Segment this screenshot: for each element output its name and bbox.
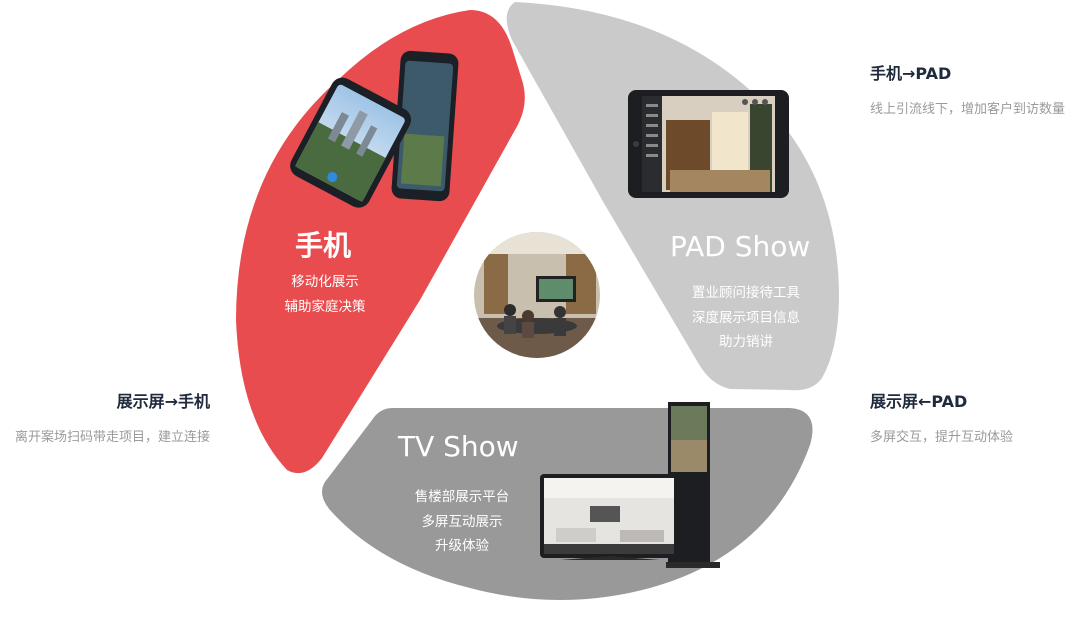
screen-to-phone-desc: 离开案场扫码带走项目，建立连接 bbox=[14, 430, 210, 445]
pad-segment-line-3: 助力销讲 bbox=[719, 334, 773, 350]
tv-segment-line-2: 多屏互动展示 bbox=[421, 514, 503, 530]
screen-to-pad-title: 展示屏←PAD bbox=[870, 392, 968, 411]
phone-to-pad-title: 手机→PAD bbox=[870, 64, 952, 83]
screen-to-phone-title: 展示屏→手机 bbox=[116, 392, 210, 411]
tv-screens-image bbox=[540, 402, 720, 568]
pad-segment-line-2: 深度展示项目信息 bbox=[692, 310, 800, 326]
tv-segment-line-1: 售楼部展示平台 bbox=[414, 489, 510, 505]
screen-to-pad-desc: 多屏交互，提升互动体验 bbox=[870, 430, 1014, 445]
tv-segment-title: TV Show bbox=[398, 430, 519, 463]
phone-segment-line-2: 辅助家庭决策 bbox=[284, 299, 366, 315]
smartphones-image bbox=[290, 50, 459, 208]
tablet-image bbox=[628, 90, 789, 198]
phone-to-pad-desc: 线上引流线下，增加客户到访数量 bbox=[870, 102, 1066, 117]
phone-segment-title: 手机 bbox=[295, 229, 352, 262]
showroom-photo bbox=[473, 231, 601, 359]
tv-segment-line-3: 升级体验 bbox=[435, 538, 489, 554]
pad-segment-title: PAD Show bbox=[670, 230, 811, 263]
phone-segment bbox=[236, 10, 525, 474]
pad-segment-line-1: 置业顾问接待工具 bbox=[692, 285, 800, 301]
phone-segment-line-1: 移动化展示 bbox=[291, 274, 359, 290]
